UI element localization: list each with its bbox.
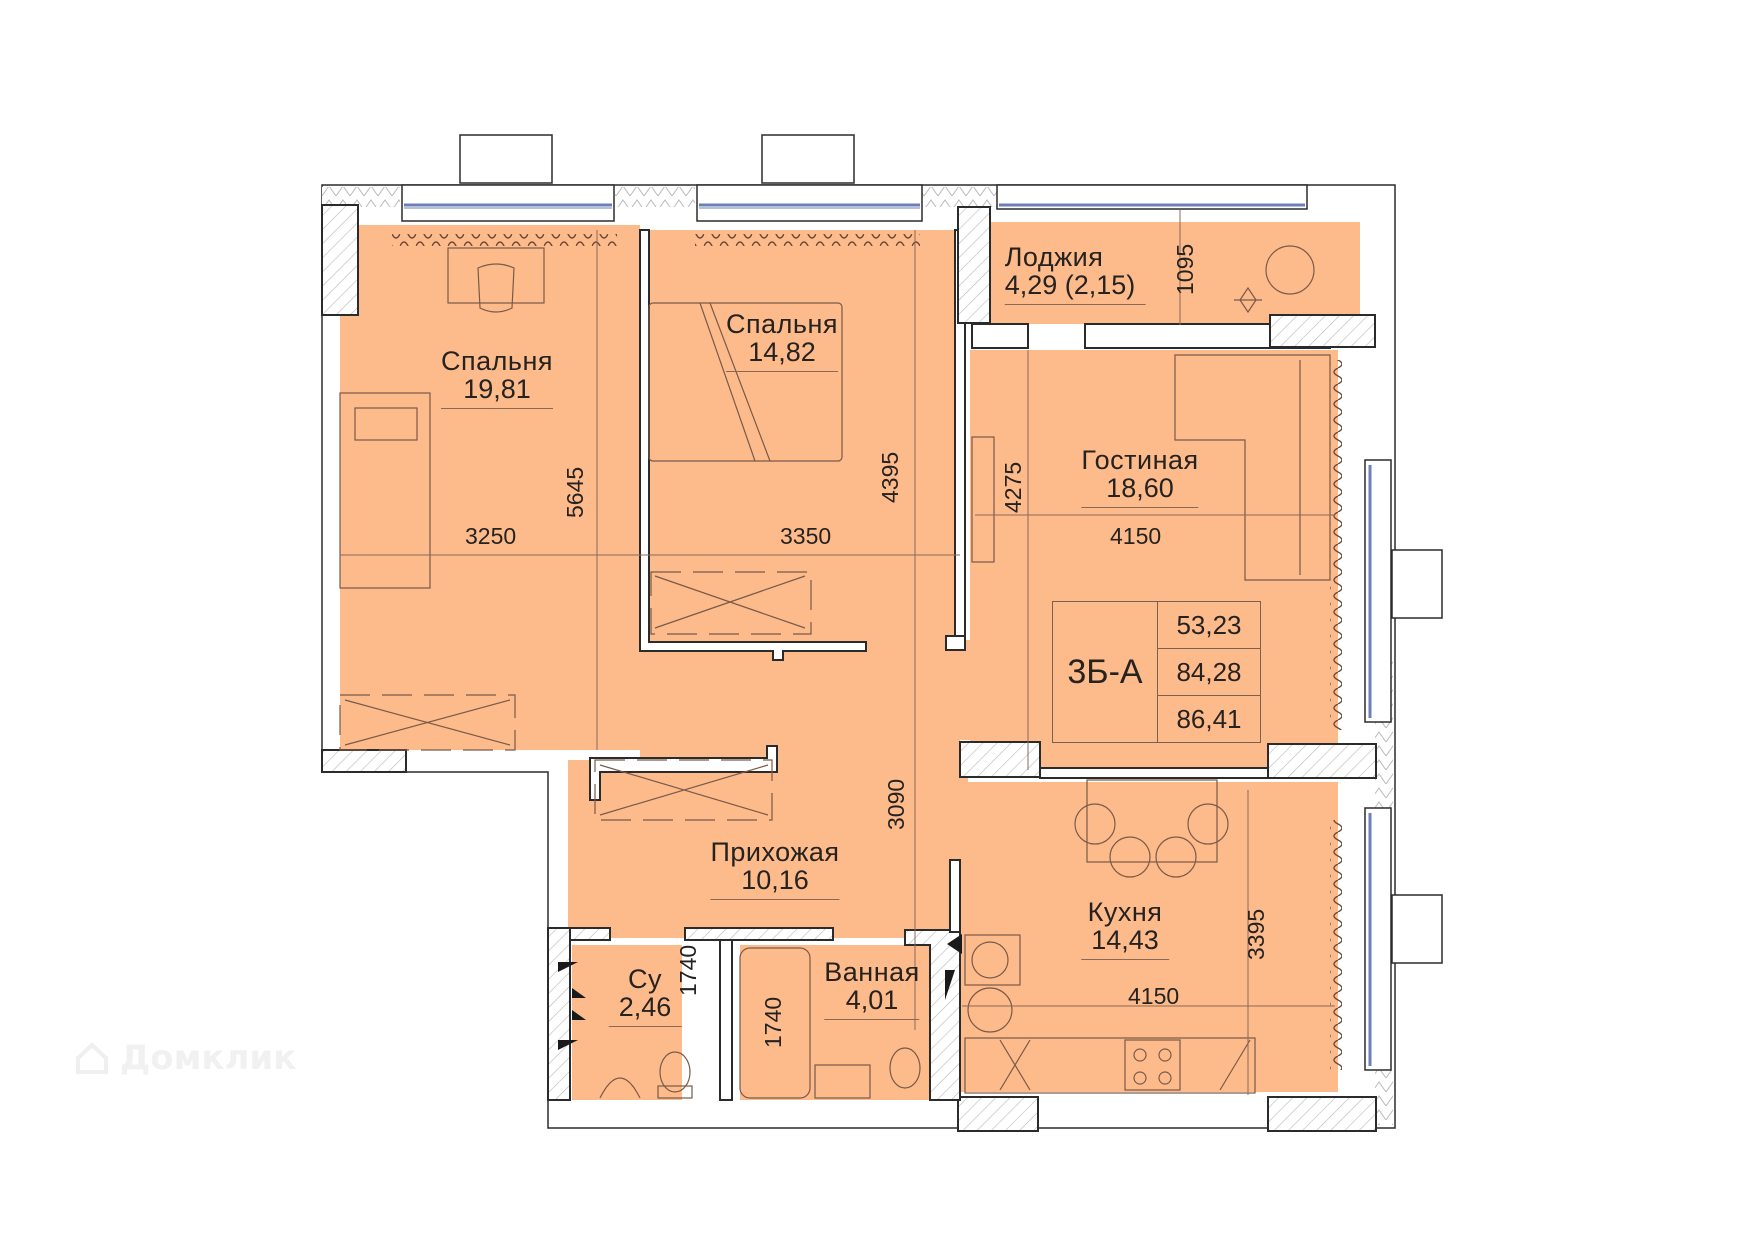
room-area: 18,60	[1081, 474, 1199, 508]
ac-unit-icon	[459, 134, 553, 184]
wardrobe-icon	[650, 571, 812, 635]
ac-unit-icon	[761, 134, 855, 184]
room-name: Лоджия	[1004, 242, 1104, 272]
room-area: 14,82	[726, 338, 838, 372]
bathtub-icon	[739, 947, 811, 1099]
interior-walls	[321, 204, 1377, 1132]
ac-unit-icon	[1391, 894, 1443, 964]
window-kitchen	[1364, 807, 1392, 1071]
dimension-hallway-length: 3090	[883, 778, 909, 830]
dimension-bedroom1-length: 5645	[562, 466, 588, 518]
window-loggia	[996, 184, 1308, 210]
window-bedroom-2	[696, 184, 923, 222]
dimension-toilet-length: 1740	[675, 944, 701, 996]
room-name: Кухня	[1087, 897, 1163, 927]
room-area: 4,01	[824, 986, 920, 1020]
watermark-text: Домклик	[120, 1038, 297, 1078]
room-label-hallway: Прихожая 10,16	[710, 837, 840, 900]
apartment-code: 3Б-А	[1052, 601, 1158, 743]
room-area: 2,46	[608, 993, 682, 1027]
dimension-living-width: 4150	[1110, 523, 1162, 549]
total-with-loggia-value: 86,41	[1157, 695, 1261, 743]
toilet-icon	[659, 1051, 691, 1093]
kitchen-counter-icon	[964, 1037, 1256, 1094]
room-name: Прихожая	[710, 837, 840, 867]
room-name: Спальня	[441, 346, 553, 376]
room-name: Гостиная	[1081, 445, 1199, 475]
floor-area	[340, 222, 1360, 1100]
chair-icon	[477, 263, 515, 313]
armchair-icon	[1265, 245, 1315, 295]
room-area: 14,43	[1081, 926, 1169, 960]
ventilation-shaft-icons	[558, 934, 962, 1050]
dimension-lines	[340, 210, 1335, 1095]
dimension-kitchen-width: 4150	[1128, 983, 1180, 1009]
room-label-bedroom-1: Спальня 19,81	[441, 347, 553, 409]
sofa-icon	[1174, 354, 1331, 581]
toilet-icon	[889, 1047, 921, 1089]
furniture	[339, 245, 1331, 1099]
dimension-loggia-depth: 1095	[1172, 243, 1198, 295]
living-area-value: 53,23	[1157, 601, 1261, 649]
stove-icon	[1124, 1039, 1181, 1091]
dimension-living-length: 4275	[1000, 461, 1026, 513]
room-label-living-room: Гостиная 18,60	[1081, 445, 1199, 508]
sink-icon	[599, 1077, 641, 1099]
dimension-kitchen-length: 3395	[1243, 908, 1269, 960]
room-area: 10,16	[710, 866, 840, 900]
room-label-loggia: Лоджия 4,29 (2,15)	[1004, 242, 1146, 305]
wardrobe-icon	[594, 759, 773, 821]
dimension-bedroom2-width: 3350	[780, 523, 832, 549]
room-label-toilet: Су 2,46	[608, 964, 682, 1027]
room-name: Спальня	[726, 309, 838, 339]
table-icon	[1086, 779, 1218, 863]
watermark: Домклик	[72, 1038, 296, 1078]
room-name: Ванная	[824, 957, 920, 987]
wardrobe-icon	[339, 694, 516, 751]
curtains	[392, 234, 1342, 1070]
room-label-bedroom-2: Спальня 14,82	[726, 310, 838, 372]
room-label-kitchen: Кухня 14,43	[1081, 898, 1169, 960]
sink-icon	[814, 1064, 871, 1099]
washer-icon	[967, 987, 1013, 1033]
desk-icon	[447, 247, 545, 304]
plant-icon	[1234, 286, 1262, 314]
room-area: 19,81	[441, 375, 553, 409]
dimension-bedroom1-width: 3250	[465, 523, 517, 549]
window-living	[1364, 459, 1392, 723]
fridge-icon	[964, 934, 1021, 986]
bed-icon	[339, 392, 431, 589]
room-name: Су	[628, 964, 662, 994]
total-area-value: 84,28	[1157, 648, 1261, 696]
dimension-bathroom-length: 1740	[760, 996, 786, 1048]
ac-unit-icon	[1391, 549, 1443, 619]
apartment-area-table: 3Б-А 53,23 84,28 86,41	[1052, 601, 1261, 743]
house-icon	[76, 1042, 108, 1074]
window-bedroom-1	[401, 184, 615, 222]
dimension-bedroom2-length: 4395	[877, 451, 903, 503]
bed-icon	[648, 302, 843, 462]
room-area: 4,29 (2,15)	[1004, 271, 1146, 305]
room-label-bathroom: Ванная 4,01	[824, 957, 920, 1020]
windows	[401, 134, 1443, 1071]
